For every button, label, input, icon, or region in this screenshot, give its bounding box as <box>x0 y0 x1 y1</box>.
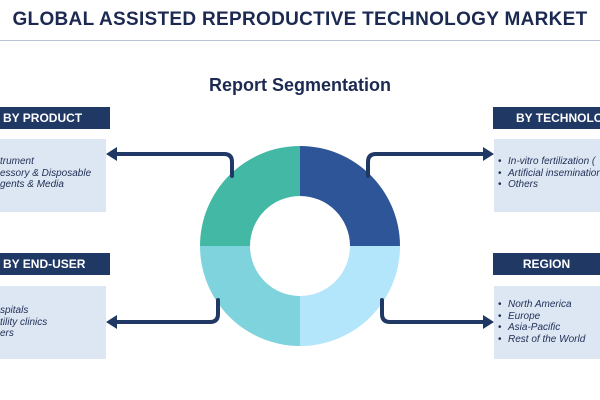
arrow-to-technology <box>366 152 486 178</box>
donut-segment-bottom-left <box>200 246 300 346</box>
product-header: BY PRODUCT <box>0 107 110 129</box>
list-item: gents & Media <box>0 179 64 190</box>
list-item: Artificial insemination <box>494 168 600 180</box>
donut-segment-bottom-right <box>300 246 400 346</box>
report-subtitle: Report Segmentation <box>208 75 391 95</box>
technology-list: In-vitro fertilization ( Artificial inse… <box>494 156 600 191</box>
list-item: spitals <box>0 305 29 316</box>
region-list: North America Europe Asia-Pacific Rest o… <box>494 299 600 345</box>
region-box: North America Europe Asia-Pacific Rest o… <box>494 286 600 359</box>
end-user-box: spitals tility clinics ers <box>0 286 106 359</box>
list-item: Rest of the World <box>494 334 600 346</box>
list-item: Others <box>494 179 600 191</box>
arrow-to-region <box>380 298 486 324</box>
arrowhead-technology <box>483 147 494 161</box>
technology-header-label: BY TECHNOLOG <box>516 111 600 125</box>
arrow-to-product <box>114 152 234 178</box>
arrowhead-end-user <box>106 315 117 329</box>
title-bar: GLOBAL ASSISTED REPRODUCTIVE TECHNOLOGY … <box>0 0 600 41</box>
list-item: tility clinics <box>0 316 48 328</box>
donut-segment-top-left <box>200 146 300 246</box>
list-item: Europe <box>494 311 600 323</box>
arrowhead-region <box>483 315 494 329</box>
donut-segment-top-right <box>300 146 400 246</box>
page-title: GLOBAL ASSISTED REPRODUCTIVE TECHNOLOGY … <box>12 9 588 30</box>
list-item: essory & Disposable <box>0 167 92 179</box>
end-user-list: spitals tility clinics ers <box>0 305 106 340</box>
list-item: North America <box>494 299 600 311</box>
list-item: trument <box>0 156 34 167</box>
end-user-header: BY END-USER <box>0 253 110 275</box>
product-header-label: BY PRODUCT <box>3 111 83 125</box>
technology-box: In-vitro fertilization ( Artificial inse… <box>494 139 600 212</box>
product-list: trument essory & Disposable gents & Medi… <box>0 156 106 191</box>
arrow-to-end-user <box>114 298 220 324</box>
list-item: Asia-Pacific <box>494 322 600 334</box>
arrowhead-product <box>106 147 117 161</box>
region-header-label: REGION <box>522 257 571 271</box>
region-header: REGION <box>493 253 600 275</box>
list-item: ers <box>0 328 14 339</box>
list-item: In-vitro fertilization ( <box>494 156 600 168</box>
end-user-header-label: BY END-USER <box>3 257 86 271</box>
product-box: trument essory & Disposable gents & Medi… <box>0 139 106 212</box>
technology-header: BY TECHNOLOG <box>493 107 600 129</box>
